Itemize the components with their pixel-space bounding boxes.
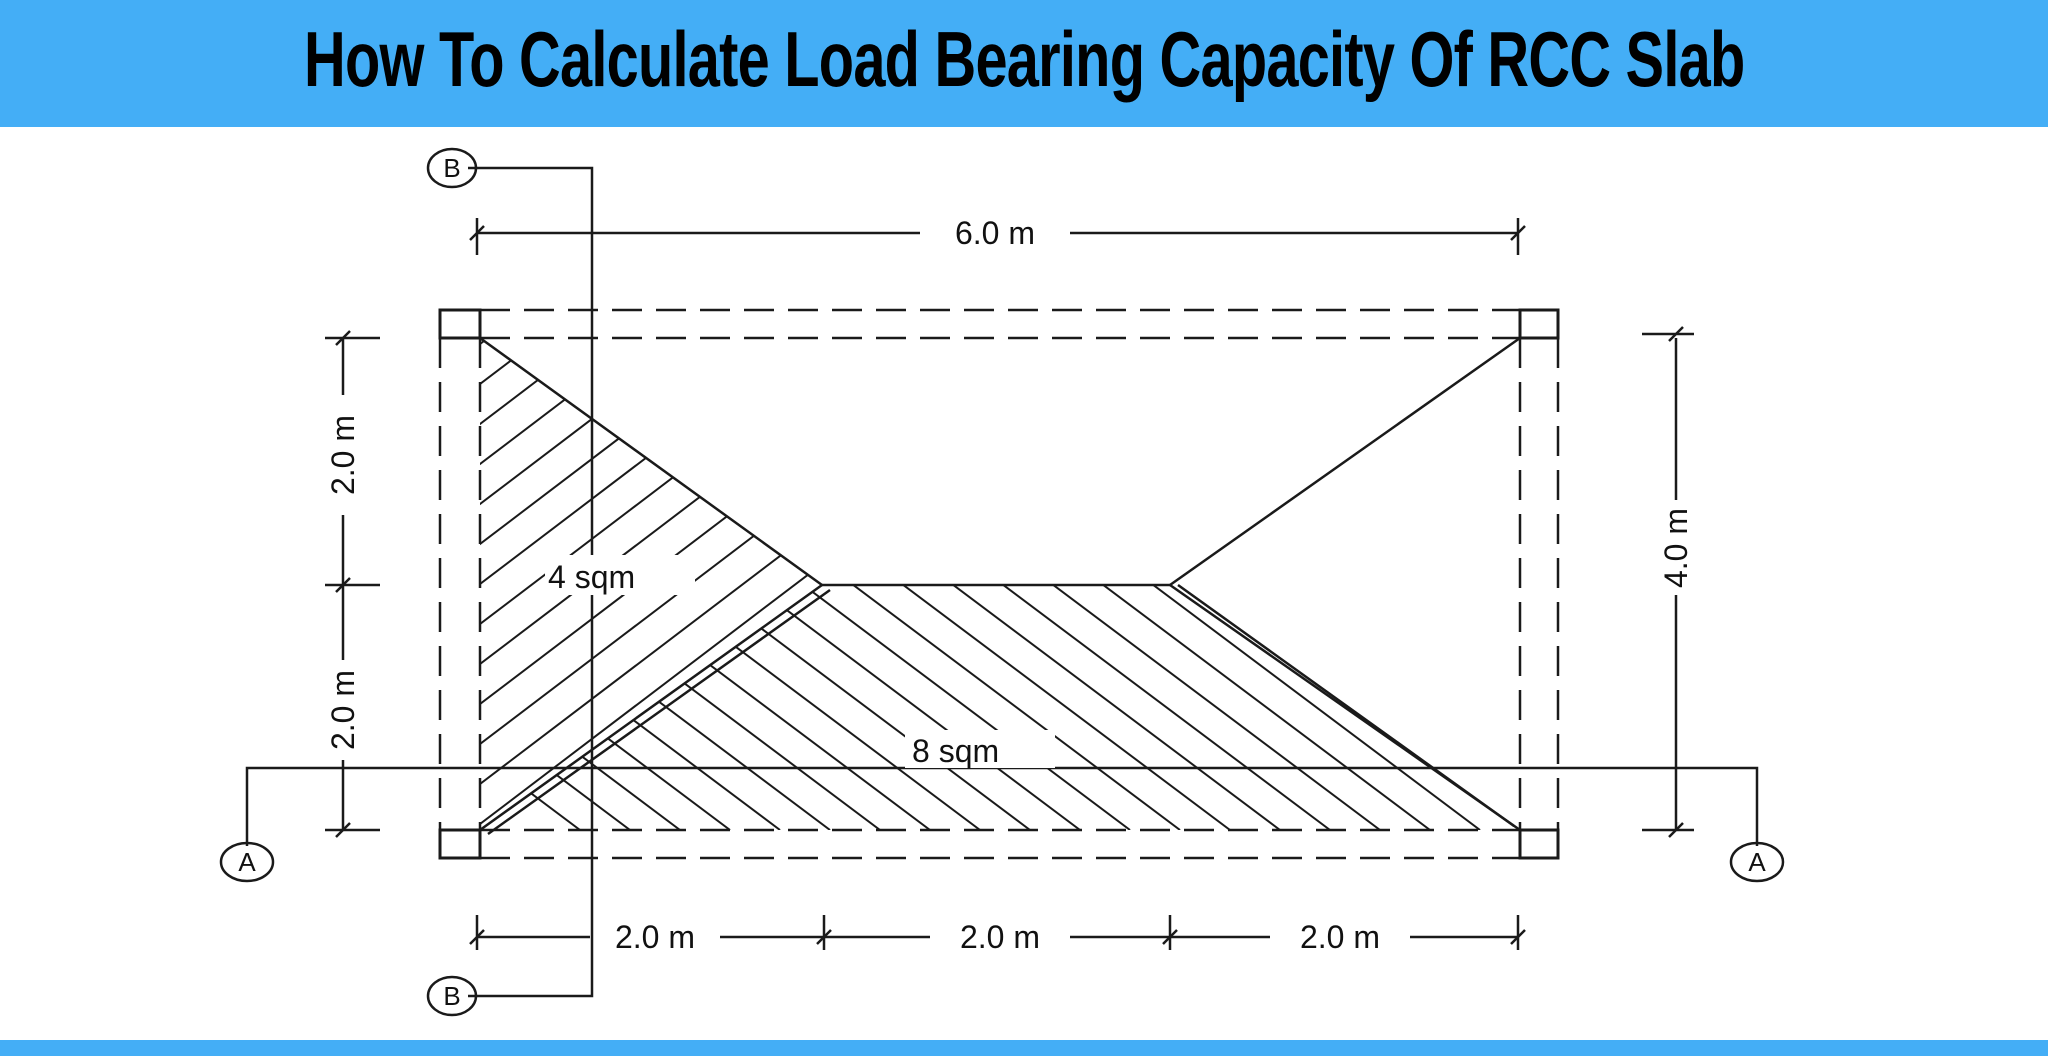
yield-lines bbox=[479, 336, 1521, 836]
label-bg-8sqm bbox=[905, 730, 1055, 768]
section-a-right-label: A bbox=[1748, 847, 1766, 877]
dimension-bottom-label-2: 2.0 m bbox=[960, 919, 1040, 955]
dimension-left-label-2: 2.0 m bbox=[325, 670, 361, 750]
section-b-top-label: B bbox=[443, 153, 460, 183]
footer-bar bbox=[0, 1040, 2048, 1056]
dimension-top-label: 6.0 m bbox=[955, 215, 1035, 251]
label-bg-4sqm bbox=[545, 555, 695, 595]
dimension-bottom-label-1: 2.0 m bbox=[615, 919, 695, 955]
dimension-bottom bbox=[469, 915, 1526, 950]
dimension-right bbox=[1642, 326, 1694, 838]
section-b-top-bubble bbox=[426, 147, 478, 189]
section-a-right-bubble bbox=[1729, 841, 1785, 883]
title-banner: How To Calculate Load Bearing Capacity O… bbox=[0, 0, 2048, 127]
area-label-trapezoid: 8 sqm bbox=[912, 733, 999, 769]
dimension-left-label-1: 2.0 m bbox=[325, 415, 361, 495]
dimension-bottom-label-3: 2.0 m bbox=[1300, 919, 1380, 955]
section-a-left-label: A bbox=[238, 847, 256, 877]
column-squares bbox=[438, 308, 1560, 860]
section-b-bottom-bubble bbox=[426, 975, 478, 1017]
area-label-triangle: 4 sqm bbox=[548, 559, 635, 595]
dimension-top bbox=[469, 218, 1526, 255]
section-b-bottom-label: B bbox=[443, 981, 460, 1011]
dimension-left bbox=[325, 330, 380, 838]
page-title: How To Calculate Load Bearing Capacity O… bbox=[303, 15, 1745, 103]
section-a-left-bubble bbox=[219, 841, 275, 883]
section-line-a bbox=[245, 766, 1759, 846]
hatch-trapezoid-bottom bbox=[480, 585, 1481, 830]
dimension-right-label: 4.0 m bbox=[1658, 508, 1694, 588]
hatch-triangle-left bbox=[480, 338, 822, 830]
